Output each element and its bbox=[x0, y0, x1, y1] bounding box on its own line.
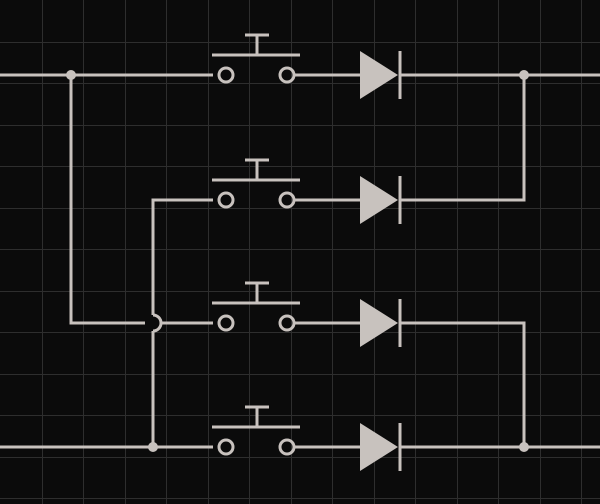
junction-bottom-right bbox=[519, 442, 529, 452]
diode bbox=[360, 299, 402, 347]
pushbutton-switch bbox=[212, 33, 300, 84]
branches bbox=[212, 33, 402, 471]
diode-triangle bbox=[360, 423, 398, 471]
wire-hop-crossover bbox=[152, 313, 163, 333]
junction-top-left bbox=[66, 70, 76, 80]
junction-top-right bbox=[519, 70, 529, 80]
wire-bus-row2 bbox=[151, 198, 213, 315]
branch-4 bbox=[212, 405, 402, 471]
wire-right-bus-top bbox=[400, 75, 526, 202]
switch-terminal-left bbox=[217, 438, 235, 456]
diode-triangle bbox=[360, 51, 398, 99]
branch-1 bbox=[212, 33, 402, 99]
diode bbox=[360, 423, 402, 471]
wires bbox=[0, 73, 600, 449]
switch-terminal-left bbox=[217, 66, 235, 84]
pushbutton-switch bbox=[212, 281, 300, 332]
diode-triangle bbox=[360, 176, 398, 224]
switch-terminal-left bbox=[217, 314, 235, 332]
wire-left-bus-row3 bbox=[69, 75, 145, 325]
diode bbox=[360, 176, 402, 224]
junction-bottom-left bbox=[148, 442, 158, 452]
wire-right-bus-bottom bbox=[400, 321, 526, 447]
branch-2 bbox=[212, 158, 402, 224]
diode bbox=[360, 51, 402, 99]
pushbutton-switch bbox=[212, 405, 300, 456]
branch-3 bbox=[212, 281, 402, 347]
switch-terminal-left bbox=[217, 191, 235, 209]
diode-triangle bbox=[360, 299, 398, 347]
junctions bbox=[66, 70, 529, 452]
